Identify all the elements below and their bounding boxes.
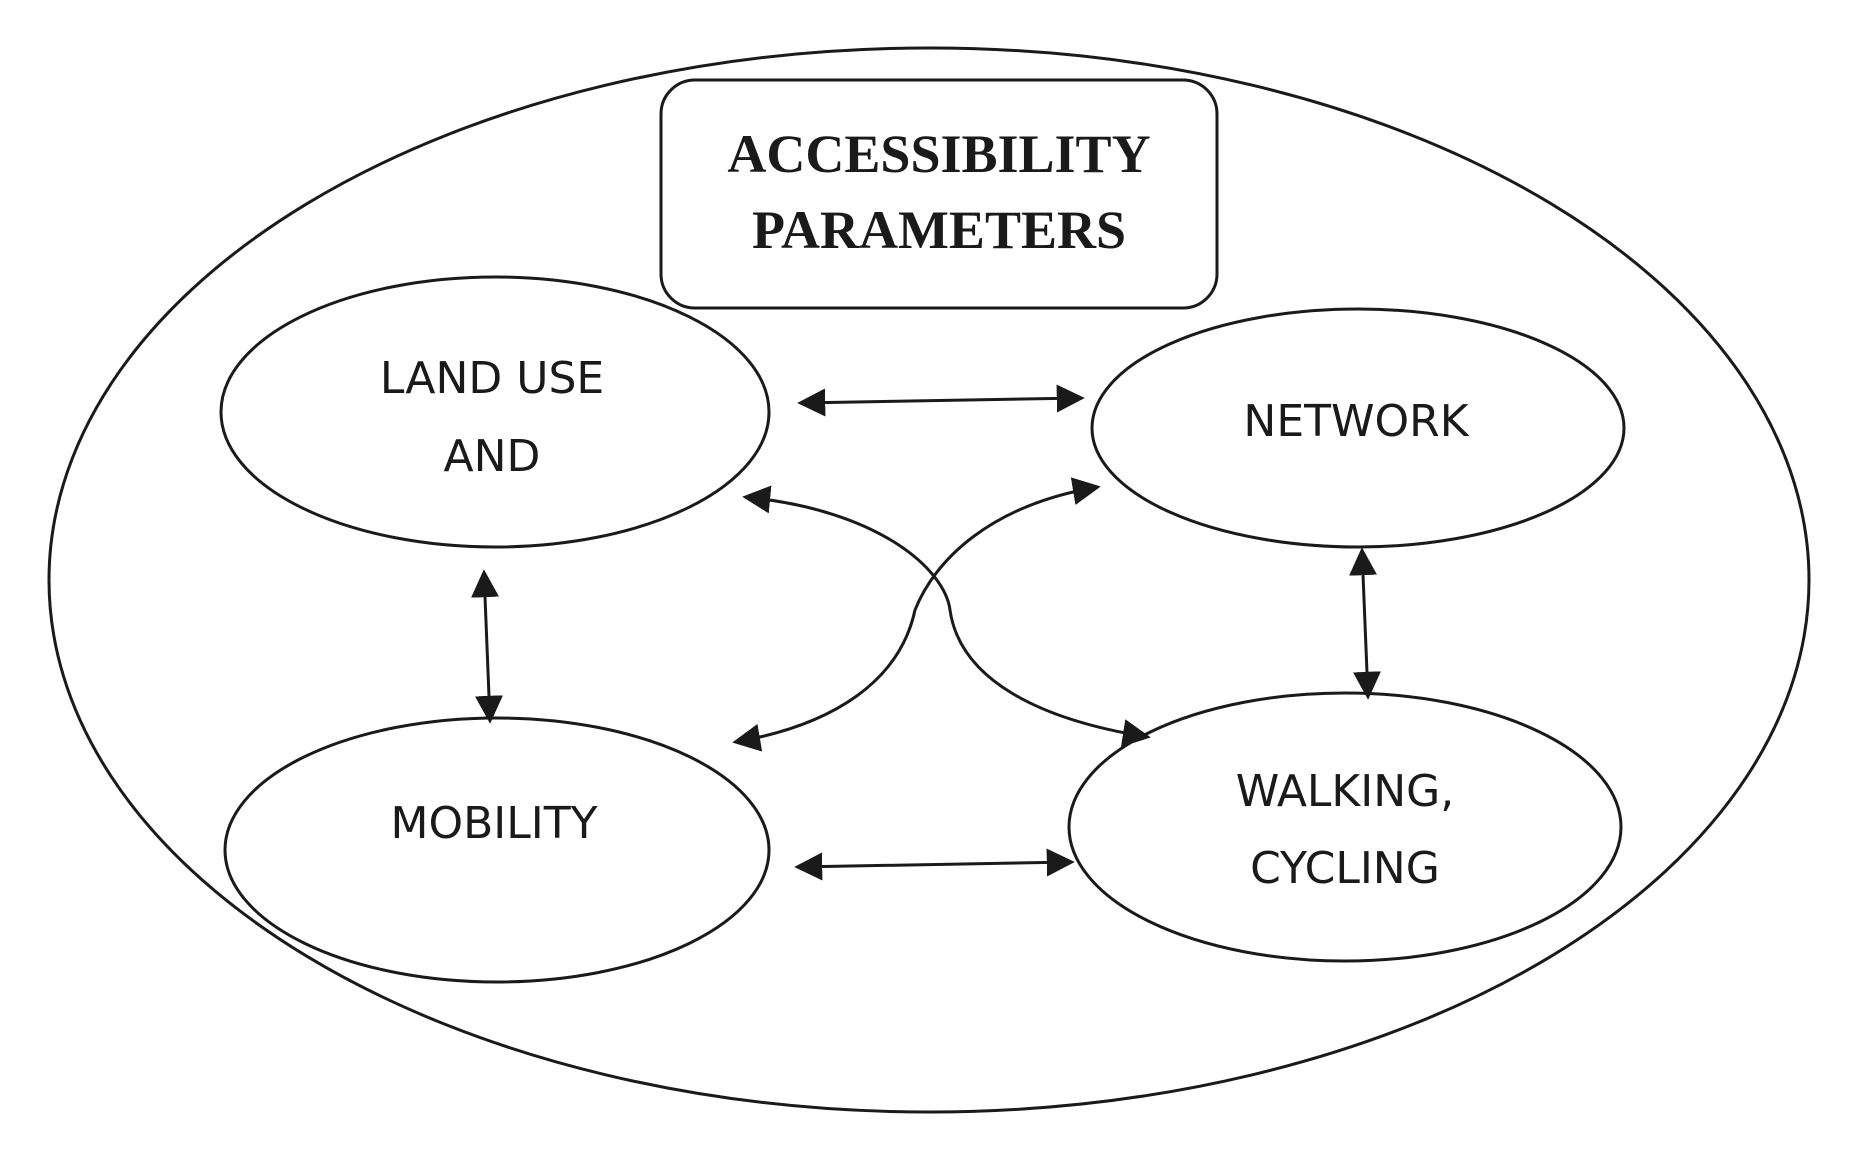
title-line-1: ACCESSIBILITY (727, 124, 1150, 184)
node-land-use: LAND USE AND (219, 275, 771, 549)
network-label: NETWORK (1243, 396, 1469, 447)
arrow-mobility-walking-cycling (794, 848, 1075, 881)
outer-boundary (47, 46, 1811, 1114)
arrow-network-mobility (732, 477, 1101, 752)
arrow-network-walking-cycling (1349, 547, 1381, 700)
walking-cycling-label-line-2: CYCLING (1250, 843, 1440, 894)
walking-cycling-label-line-1: WALKING, (1236, 766, 1455, 817)
mobility-ellipse (223, 716, 771, 984)
land-use-label-line-2: AND (444, 431, 541, 482)
node-network: NETWORK (1090, 307, 1626, 549)
title-frame (659, 78, 1219, 310)
network-ellipse (1090, 307, 1626, 549)
title-box: ACCESSIBILITY PARAMETERS (659, 78, 1219, 310)
mobility-label: MOBILITY (390, 798, 597, 849)
land-use-ellipse (219, 275, 771, 549)
land-use-label-line-1: LAND USE (380, 353, 604, 404)
walking-cycling-ellipse (1067, 691, 1623, 963)
node-mobility: MOBILITY (223, 716, 771, 984)
arrow-land-use-walking-cycling (742, 485, 1151, 747)
arrow-land-use-network (797, 384, 1085, 417)
title-line-2: PARAMETERS (752, 200, 1126, 260)
arrow-land-use-mobility (471, 569, 503, 724)
node-walking-cycling: WALKING, CYCLING (1067, 691, 1623, 963)
